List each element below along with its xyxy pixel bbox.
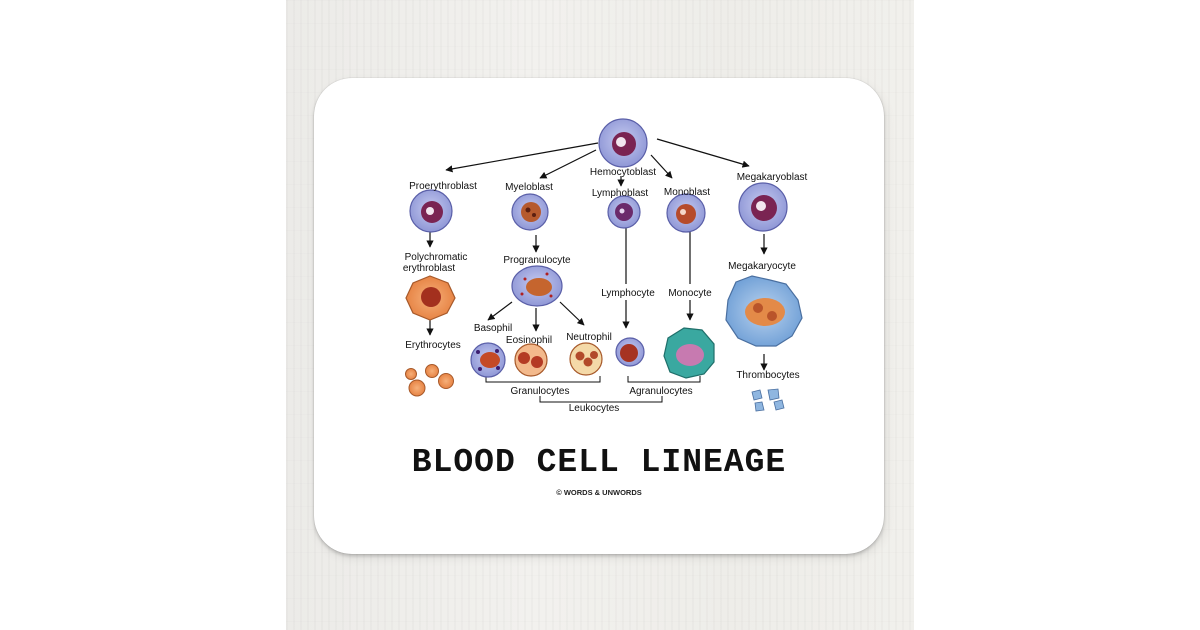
cell-labels: Hemocytoblast Proerythroblast Myeloblast…	[403, 167, 808, 414]
neutrophil-cell	[569, 342, 603, 376]
erythrocytes-cells	[405, 364, 454, 397]
agranulocytes-bracket	[627, 376, 701, 383]
lymphocyte-cell	[615, 337, 645, 367]
megakaryoblast-cell	[738, 182, 788, 232]
label-erythrocytes: Erythrocytes	[405, 340, 461, 351]
label-neutrophil: Neutrophil	[566, 332, 612, 343]
monoblast-cell	[666, 193, 706, 233]
label-progranulocyte: Progranulocyte	[503, 255, 571, 266]
label-lymphoblast: Lymphoblast	[592, 188, 649, 199]
group-brackets	[485, 376, 701, 403]
arrow-to-neutrophil	[559, 301, 585, 326]
arrow-to-monoblast	[650, 154, 673, 179]
label-polychromatic-line1: Polychromatic	[405, 252, 468, 263]
eosinophil-cell	[514, 343, 548, 377]
arrow-to-megakaryoblast	[656, 138, 750, 168]
label-monoblast: Monoblast	[664, 187, 710, 198]
polychromatic-erythroblast-cell	[405, 275, 456, 321]
monocyte-cell	[663, 327, 715, 379]
label-basophil: Basophil	[474, 323, 512, 334]
label-eosinophil: Eosinophil	[506, 335, 552, 346]
label-granulocytes: Granulocytes	[511, 386, 570, 397]
label-megakaryoblast: Megakaryoblast	[737, 172, 808, 183]
hemocytoblast-cell	[598, 118, 648, 168]
label-polychromatic-line2: erythroblast	[403, 263, 455, 274]
myeloblast-cell	[511, 193, 549, 231]
arrow-to-proerythroblast	[445, 142, 599, 173]
proerythroblast-cell	[409, 189, 453, 233]
label-hemocytoblast: Hemocytoblast	[590, 167, 656, 178]
arrow-to-basophil	[487, 301, 513, 321]
arrow-to-myeloblast	[539, 149, 597, 179]
label-leukocytes: Leukocytes	[569, 403, 620, 414]
lymphoblast-cell	[607, 195, 641, 229]
label-proerythroblast: Proerythroblast	[409, 181, 477, 192]
megakaryocyte-cell	[725, 275, 803, 347]
page-title: BLOOD CELL LINEAGE	[411, 444, 787, 481]
basophil-cell	[470, 342, 506, 378]
label-lymphocyte: Lymphocyte	[601, 288, 655, 299]
label-myeloblast: Myeloblast	[505, 182, 553, 193]
credit-text: © WORDS & UNWORDS	[556, 488, 642, 497]
label-agranulocytes: Agranulocytes	[629, 386, 692, 397]
leukocytes-bracket	[539, 396, 663, 403]
granulocytes-bracket	[485, 376, 601, 383]
progranulocyte-cell	[511, 265, 563, 307]
label-megakaryocyte: Megakaryocyte	[728, 261, 796, 272]
label-thrombocytes: Thrombocytes	[736, 370, 799, 381]
thrombocytes-cells	[751, 388, 785, 412]
label-monocyte: Monocyte	[668, 288, 712, 299]
